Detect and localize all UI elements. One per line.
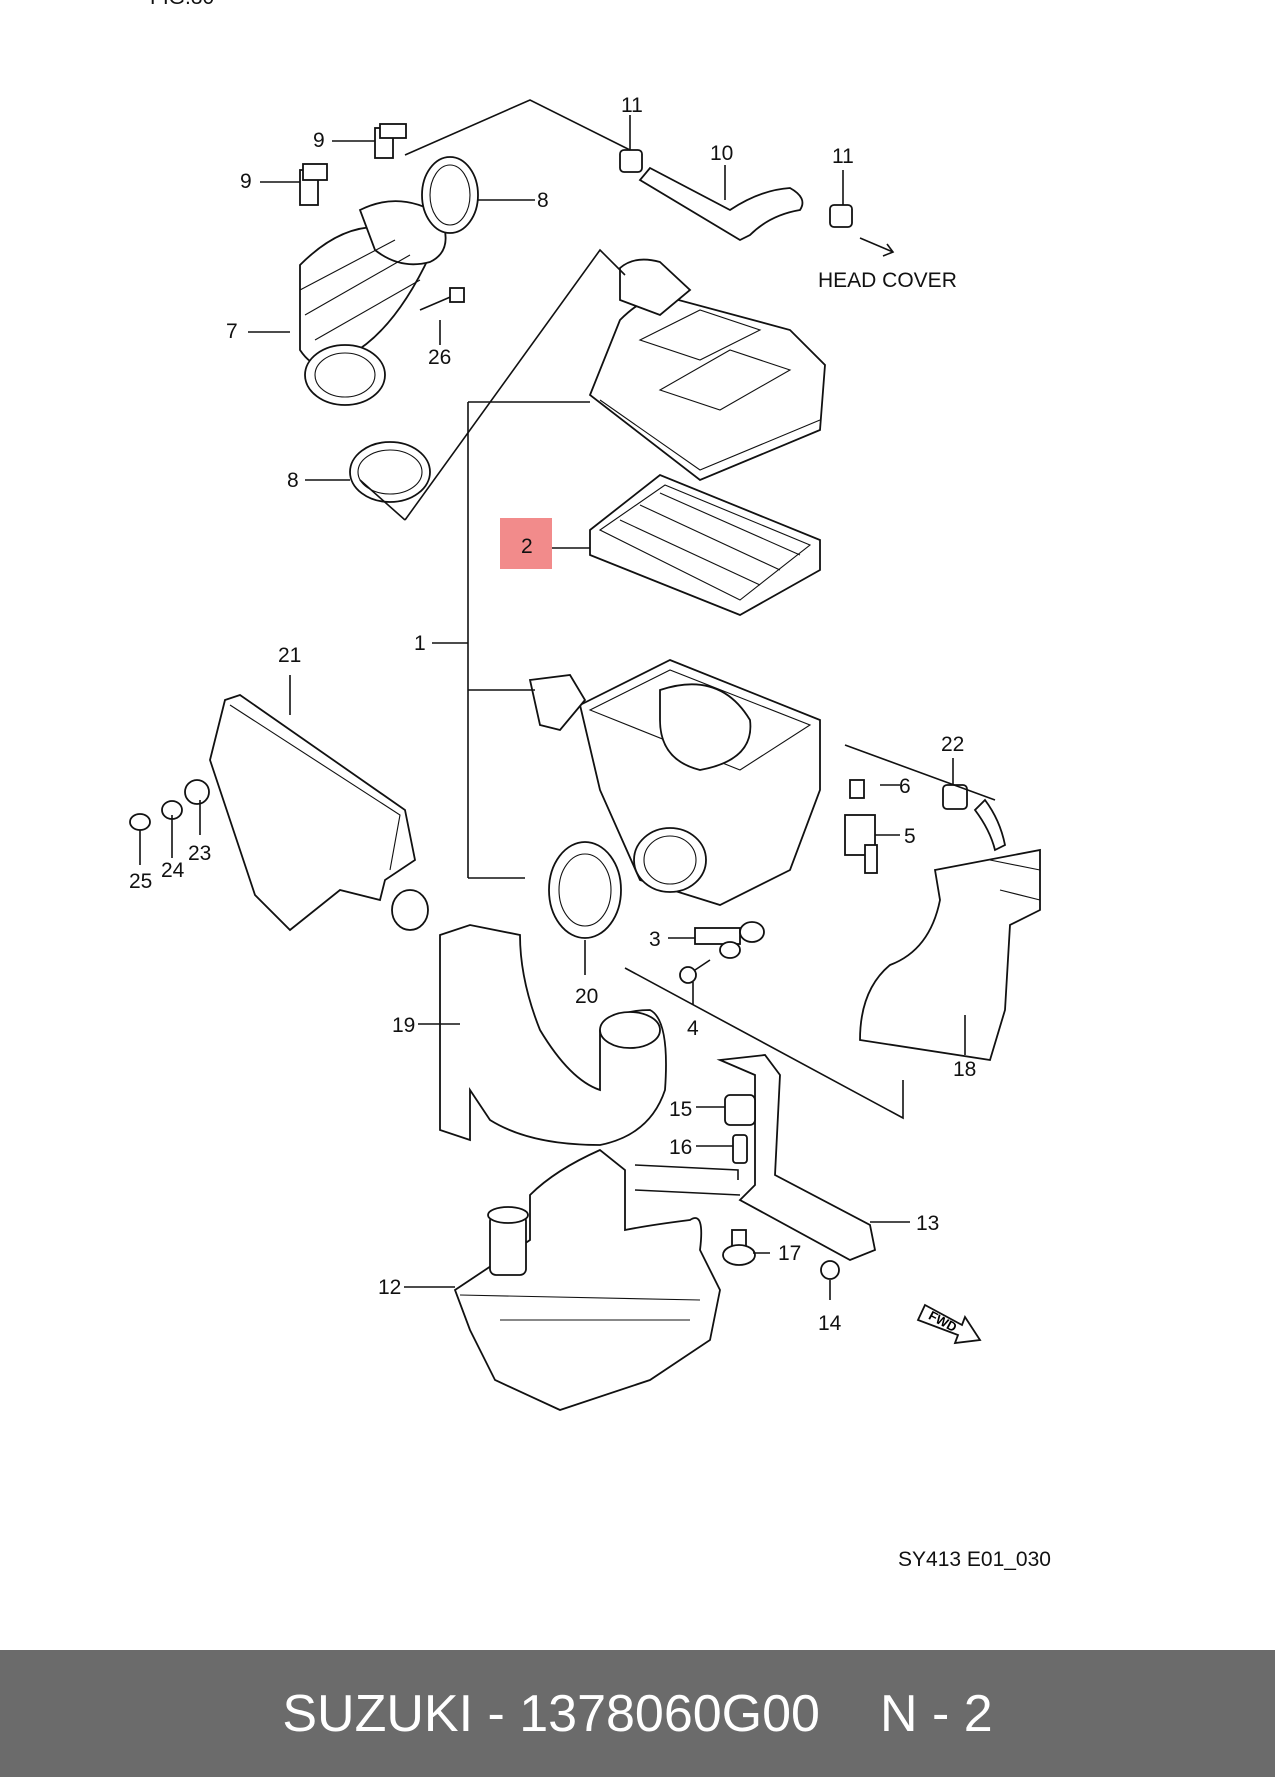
label-21: 21 <box>278 644 301 667</box>
label-8-lower: 8 <box>287 469 299 492</box>
fwd-label: FWD <box>926 1308 959 1335</box>
seal-20 <box>548 841 622 939</box>
label-24: 24 <box>161 859 185 882</box>
label-1: 1 <box>414 632 426 655</box>
label-18: 18 <box>953 1058 976 1081</box>
label-6: 6 <box>899 775 911 798</box>
clip-11a <box>619 149 643 173</box>
label-13: 13 <box>916 1212 939 1235</box>
head-cover-label: HEAD COVER <box>818 269 957 292</box>
fwd-arrow: FWD <box>916 1303 982 1345</box>
air-duct-18 <box>859 798 1041 1062</box>
label-11-right: 11 <box>832 145 854 168</box>
grommet-3 <box>694 921 765 959</box>
part-number-text: SUZUKI - 1378060G00 <box>282 1684 820 1743</box>
label-2: 2 <box>521 535 533 558</box>
label-15: 15 <box>669 1098 692 1121</box>
figure-fragment: FIG.30 <box>150 0 214 9</box>
label-9-lower: 9 <box>240 170 252 193</box>
highlight-box <box>500 518 552 569</box>
quantity-text: N - 2 <box>879 1684 993 1743</box>
label-26: 26 <box>428 346 451 369</box>
bracket-13 <box>716 1054 877 1261</box>
label-4: 4 <box>687 1017 699 1040</box>
label-9-upper: 9 <box>313 129 325 152</box>
clip-25 <box>129 813 151 831</box>
clip-11b <box>829 204 853 228</box>
bolt-17 <box>722 1229 756 1266</box>
label-22: 22 <box>941 733 964 756</box>
mount-15 <box>724 1094 756 1126</box>
bolt-6 <box>849 779 865 799</box>
clamp-lower <box>349 441 431 503</box>
intake-pipe-19 <box>439 924 667 1146</box>
label-11-left: 11 <box>621 94 643 117</box>
hose-10 <box>638 166 804 242</box>
bolt-4 <box>679 959 711 984</box>
exploded-parts-diagram: FIG.30 <box>129 0 1051 1571</box>
screw-26 <box>419 287 465 311</box>
resonator-12 <box>453 1148 721 1411</box>
bracket-5 <box>844 814 878 874</box>
air-cleaner-case <box>528 659 821 906</box>
part-info-bar: SUZUKI - 1378060G00 N - 2 <box>0 1650 1275 1777</box>
label-3: 3 <box>649 928 661 951</box>
label-5: 5 <box>904 825 916 848</box>
grommet-23 <box>184 779 210 805</box>
label-7: 7 <box>226 320 238 343</box>
bolt-14 <box>820 1260 840 1280</box>
label-10: 10 <box>710 142 733 165</box>
connector-9b <box>299 163 328 206</box>
air-cleaner-cap <box>588 258 826 482</box>
label-20: 20 <box>575 985 598 1008</box>
label-12: 12 <box>378 1276 401 1299</box>
intake-hose <box>299 200 447 406</box>
label-25: 25 <box>129 870 152 893</box>
collar-16 <box>732 1134 748 1164</box>
label-17: 17 <box>778 1242 801 1265</box>
drawing-code: SY413 E01_030 <box>898 1548 1051 1571</box>
resonator-21 <box>209 694 429 932</box>
leader-lines <box>139 99 996 1300</box>
connector-9a <box>374 123 407 159</box>
air-filter-element <box>589 473 821 616</box>
label-23: 23 <box>188 842 211 865</box>
label-8-upper: 8 <box>537 189 549 212</box>
label-19: 19 <box>392 1014 415 1037</box>
label-14: 14 <box>818 1312 842 1335</box>
label-16: 16 <box>669 1136 692 1159</box>
clamp-upper <box>421 156 479 234</box>
